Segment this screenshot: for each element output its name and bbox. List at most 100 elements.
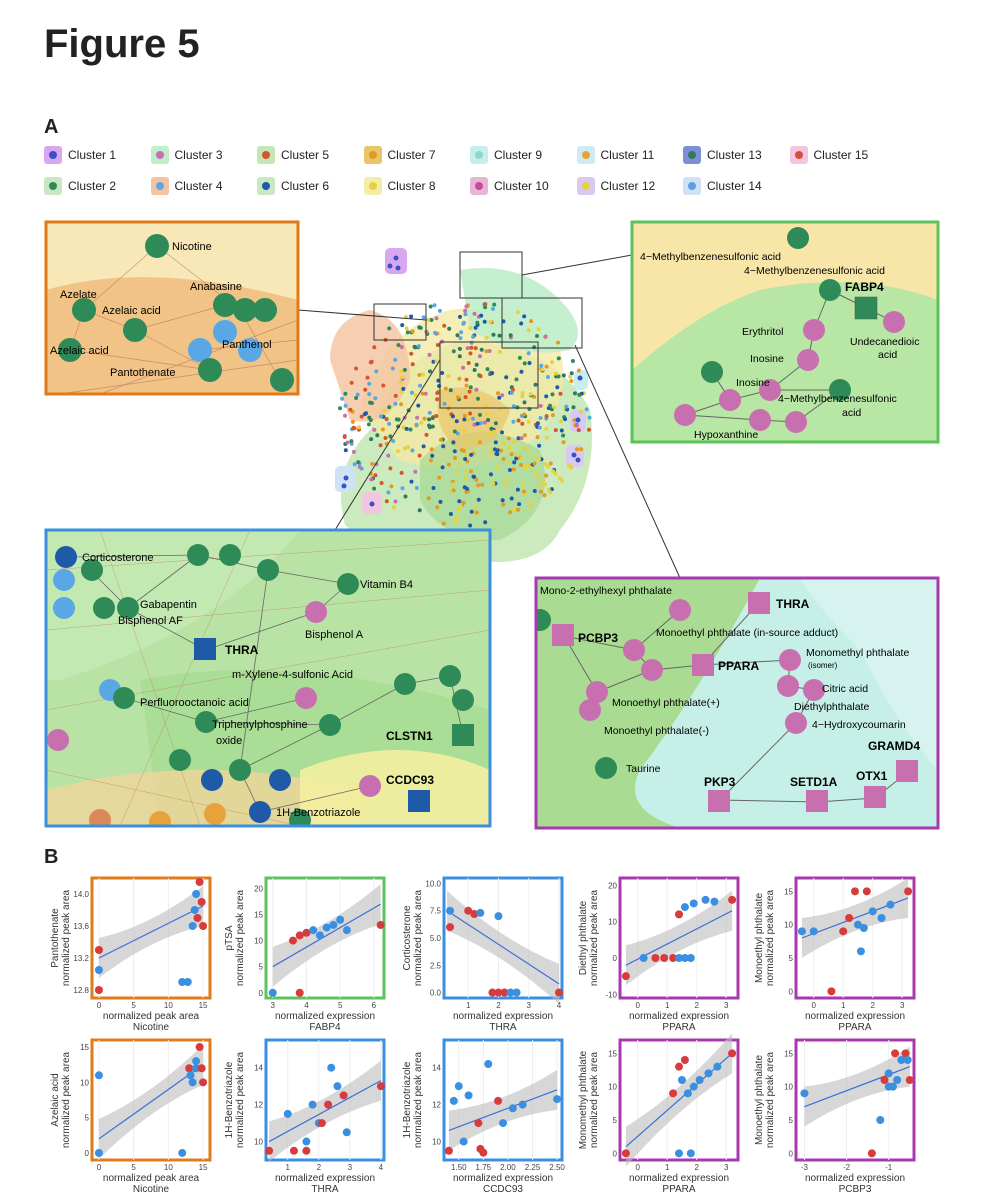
x-tick-label: 3 [526, 1001, 531, 1010]
data-point [500, 988, 509, 997]
data-point [302, 1137, 311, 1146]
data-point [188, 1078, 197, 1087]
data-point [518, 1100, 527, 1109]
x-axis-label: PPARA [838, 1022, 871, 1033]
data-point [199, 1078, 208, 1087]
data-point [94, 1071, 103, 1080]
node-label: Corticosterone [82, 552, 154, 564]
node-label: Taurine [626, 763, 661, 775]
data-point [336, 915, 345, 924]
x-axis-label: normalized expression [275, 1173, 375, 1184]
y-tick-label: 10 [608, 918, 617, 927]
node-label: Hypoxanthine [694, 429, 758, 441]
data-point [713, 1062, 722, 1071]
x-tick-label: 1 [665, 1001, 670, 1010]
data-point [309, 926, 318, 935]
data-point [903, 1056, 912, 1064]
y-axis-label: normalized peak area [413, 1051, 424, 1148]
node-label: Erythritol [742, 326, 783, 338]
node-label: Anabasine [190, 281, 242, 293]
y-axis-label: Monomethyl phthalate [578, 1050, 589, 1149]
node-label: Gabapentin [140, 599, 197, 611]
panel-a-label: A [44, 116, 59, 138]
y-tick-label: 10 [254, 937, 263, 946]
x-tick-label: 2.50 [549, 1163, 565, 1172]
x-tick-label: -1 [885, 1163, 893, 1172]
fit-line [268, 1080, 382, 1143]
data-point [94, 966, 103, 974]
data-point [197, 1064, 206, 1073]
data-point [853, 920, 862, 929]
legend-item: Cluster 12 [576, 177, 655, 195]
data-point [728, 895, 737, 904]
legend-label: Cluster 10 [494, 179, 549, 193]
x-tick-label: 0 [635, 1163, 640, 1172]
x-tick-label: 3 [900, 1001, 905, 1010]
data-point [827, 987, 836, 996]
data-point [494, 988, 503, 997]
node-label: FABP4 [845, 280, 884, 294]
data-point [508, 1104, 517, 1113]
inset-orange: Nicotine Azelate Azelaic acid Anabasine … [44, 220, 300, 396]
x-axis-label: normalized expression [453, 1173, 553, 1184]
y-tick-label: 0 [789, 1149, 794, 1158]
fit-line [272, 903, 381, 968]
data-point [710, 897, 719, 906]
data-point [333, 1082, 342, 1091]
y-axis-label: 1H-Benzotriazole [224, 1061, 235, 1138]
node-label: Pantothenate [110, 367, 175, 379]
x-tick-label: 2 [870, 1001, 875, 1010]
legend-label: Cluster 9 [494, 148, 543, 162]
y-tick-label: 7.5 [430, 907, 442, 916]
y-tick-label: 0 [85, 1149, 90, 1158]
data-point [190, 906, 199, 914]
data-point [675, 954, 683, 962]
data-point [342, 926, 351, 935]
x-axis-label: Nicotine [133, 1022, 170, 1033]
y-axis-label: Monoethyl phthalate [754, 893, 765, 984]
data-point [302, 928, 311, 937]
data-point [651, 954, 660, 962]
y-tick-label: -10 [605, 990, 617, 999]
y-axis-label: normalized peak area [589, 889, 600, 986]
legend-item: Cluster 6 [257, 177, 329, 195]
node-label: Inosine [736, 377, 770, 389]
legend-swatch [150, 177, 169, 195]
data-point [851, 887, 859, 896]
data-point [327, 1063, 336, 1072]
x-tick-label: -3 [801, 1163, 809, 1172]
y-tick-label: 12 [432, 1101, 441, 1110]
data-point [317, 1119, 326, 1128]
y-tick-label: 5.0 [430, 934, 442, 943]
y-axis-label: Monoethyl phthalate [754, 1055, 765, 1146]
data-point [464, 1091, 473, 1100]
node-label: Bisphenol AF [118, 615, 183, 627]
data-point [268, 988, 277, 997]
x-tick-label: 2 [694, 1001, 699, 1010]
legend-swatch [683, 146, 701, 164]
node-label: Mono-2-ethylhexyl phthalate [540, 585, 672, 597]
x-tick-label: 2.00 [500, 1163, 516, 1172]
legend-swatch [363, 177, 382, 195]
data-point [862, 887, 871, 896]
y-tick-label: 0 [613, 954, 618, 963]
inset-purple: Mono-2-ethylhexyl phthalate THRA PCBP3 M… [534, 576, 940, 830]
node-label: CLSTN1 [386, 729, 433, 743]
node-label: Bisphenol A [305, 629, 364, 641]
legend-swatch [683, 177, 701, 195]
legend-label: Cluster 15 [813, 148, 869, 162]
node-label: OTX1 [856, 769, 888, 783]
x-tick-label: 15 [199, 1001, 208, 1010]
y-axis-label: 1H-Benzotriazole [402, 1061, 413, 1138]
data-point [686, 954, 695, 962]
data-point [880, 1076, 889, 1084]
data-point [553, 1095, 562, 1104]
legend-swatch [789, 146, 808, 164]
x-tick-label: 1.50 [451, 1163, 467, 1172]
y-tick-label: 5 [789, 1116, 794, 1125]
node-label: THRA [225, 643, 259, 657]
data-point [554, 988, 563, 997]
panel-b-label: B [44, 846, 59, 868]
